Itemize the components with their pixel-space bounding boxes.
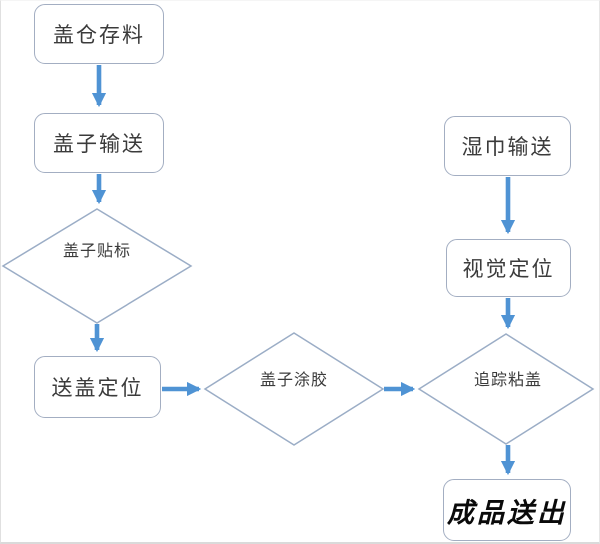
diamond-cover-gluing [203, 332, 385, 446]
node-cover-gluing-label: 盖子涂胶 [259, 372, 328, 389]
node-cover-feed-position-label: 送盖定位 [51, 377, 144, 400]
node-cover-convey-label: 盖子输送 [53, 133, 145, 156]
node-product-output: 成品送出 [443, 479, 571, 541]
node-cover-feed-position: 送盖定位 [34, 356, 161, 418]
node-cover-storage: 盖仓存料 [34, 4, 164, 64]
node-tracking-stick-label: 追踪粘盖 [473, 372, 542, 389]
node-cover-convey: 盖子输送 [34, 113, 164, 173]
node-wipes-convey: 湿巾输送 [444, 116, 571, 176]
node-vision-position-label: 视觉定位 [462, 258, 555, 281]
node-vision-position: 视觉定位 [446, 239, 571, 297]
node-tracking-stick: 追踪粘盖 [446, 366, 570, 390]
node-cover-gluing: 盖子涂胶 [234, 366, 354, 390]
diamond-tracking-stick [417, 333, 595, 445]
node-cover-labeling: 盖子贴标 [37, 237, 157, 261]
node-cover-storage-label: 盖仓存料 [53, 24, 145, 47]
node-product-output-label: 成品送出 [447, 497, 567, 528]
node-wipes-convey-label: 湿巾输送 [461, 136, 554, 159]
node-cover-labeling-label: 盖子贴标 [62, 243, 131, 260]
diamond-cover-labeling [1, 208, 193, 324]
